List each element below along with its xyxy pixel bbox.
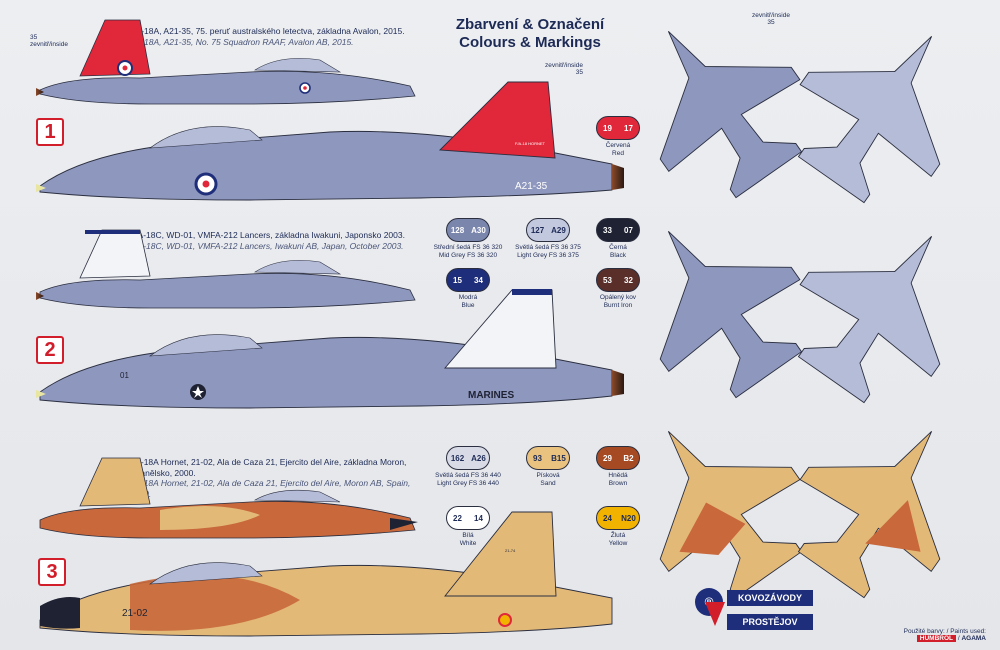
scheme-3-serial: 21-02 <box>122 608 148 619</box>
k-logo-icon <box>705 602 725 626</box>
planform-3-bottom <box>797 430 941 599</box>
scheme-3-small-side <box>39 457 418 539</box>
scheme-3-big-side <box>39 511 613 637</box>
scheme-2-caption: F/A-18C, WD-01, VMFA-212 Lancers, základ… <box>130 230 405 251</box>
scheme-1-fin-text: F/A-18 HORNET <box>515 141 546 146</box>
scheme-1-number: 1 <box>36 118 64 146</box>
planform-2-top <box>659 230 803 399</box>
title-english: Colours & Markings <box>459 34 601 51</box>
planform-1-bottom <box>797 35 941 204</box>
scheme-1-caption: F/A-18A, A21-35, 75. peruť australského … <box>128 26 405 47</box>
scheme-2-big-side <box>36 289 624 409</box>
title-czech: Zbarvení & Označení <box>455 16 605 33</box>
scheme-1-serial: A21-35 <box>515 181 548 192</box>
scheme-1-small-side <box>36 19 416 105</box>
planform-3-top <box>659 430 803 599</box>
paints-used: Použité barvy: / Paints used: HUMBROL / … <box>903 628 986 642</box>
scheme-2-serial: 01 <box>120 371 129 380</box>
kovozavody-logo: ® KOVOZÁVODY PROSTĚJOV <box>695 588 815 636</box>
scheme-2-small-side <box>36 229 416 309</box>
planform-2-bottom <box>797 235 941 404</box>
planform-1-top <box>659 30 803 199</box>
scheme-2-side-text: MARINES <box>468 390 514 401</box>
scheme-3-number: 3 <box>38 558 66 586</box>
scheme-2-number: 2 <box>36 336 64 364</box>
scheme-1-big-side <box>36 81 624 201</box>
page-title: Zbarvení & Označení Colours & Markings <box>440 16 620 52</box>
scheme-3-fin-text: 21-74 <box>505 548 516 553</box>
